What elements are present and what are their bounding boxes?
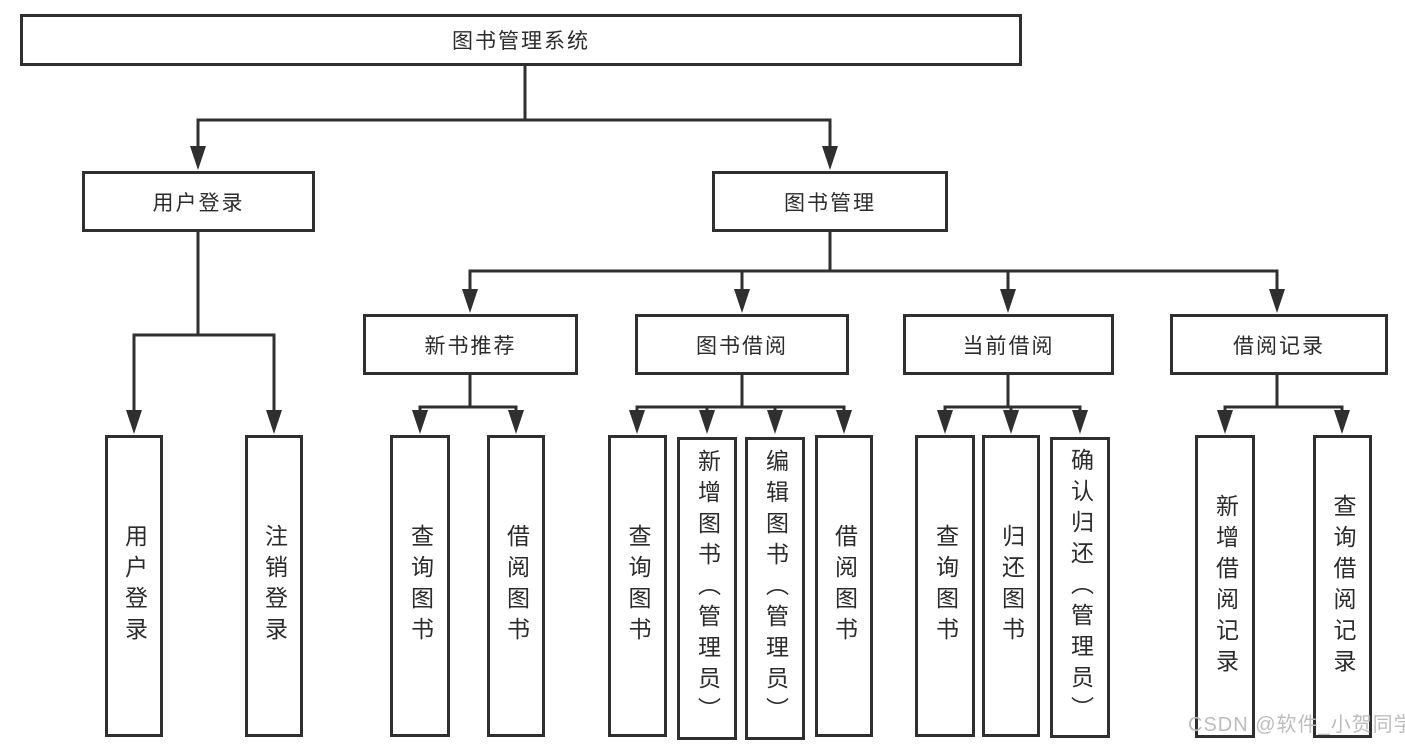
node-book-borrowing: 图书借阅 — [635, 314, 849, 375]
node-borrow-records: 借阅记录 — [1170, 314, 1388, 375]
leaf-newbooks-query-books: 查询图书 — [390, 435, 450, 737]
leaf-borrowing-query-books: 查询图书 — [608, 435, 667, 737]
leaf-records-query-record: 查询借阅记录 — [1313, 435, 1372, 738]
leaf-newbooks-borrow-books: 借阅图书 — [487, 435, 545, 737]
leaf-current-query-books: 查询图书 — [915, 435, 975, 737]
leaf-borrowing-edit-books-admin: 编辑图书（管理员） — [745, 437, 805, 740]
leaf-records-add-record: 新增借阅记录 — [1195, 435, 1255, 738]
leaf-user-login: 用户登录 — [105, 435, 163, 737]
node-user-login: 用户登录 — [82, 171, 315, 232]
csdn-watermark: CSDN @软件_小贺同学 — [1188, 714, 1405, 736]
leaf-current-confirm-return-admin: 确认归还（管理员） — [1050, 437, 1110, 738]
node-current-borrowing: 当前借阅 — [903, 314, 1114, 375]
leaf-borrowing-borrow-books: 借阅图书 — [815, 435, 873, 737]
leaf-borrowing-add-books-admin: 新增图书（管理员） — [677, 437, 737, 740]
leaf-logout: 注销登录 — [245, 435, 303, 737]
leaf-current-return-books: 归还图书 — [982, 435, 1040, 737]
node-library-management-system: 图书管理系统 — [20, 14, 1022, 66]
node-new-book-recommend: 新书推荐 — [363, 314, 578, 375]
node-book-management: 图书管理 — [712, 171, 948, 232]
